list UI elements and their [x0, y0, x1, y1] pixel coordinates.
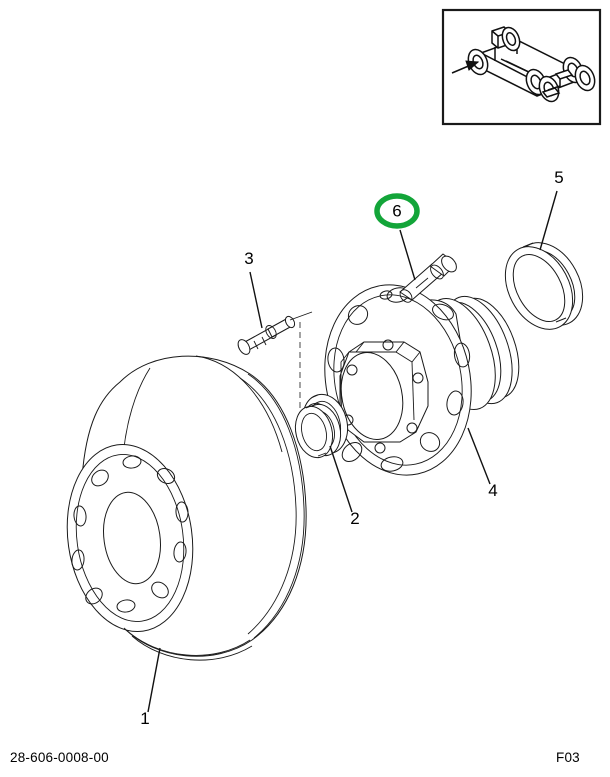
- callout-label-2: 2: [350, 509, 359, 528]
- part-wheel-hub: [301, 284, 520, 476]
- inset-chassis-drawing: [451, 26, 596, 103]
- chassis-locator-inset: [441, 8, 602, 126]
- page-code-text: F03: [556, 750, 580, 765]
- callout-label-3: 3: [244, 249, 253, 268]
- highlighted-callout-6[interactable]: 6: [374, 193, 420, 229]
- callout-leader-lines: [147, 190, 558, 713]
- part-hub-oil-seal: [294, 403, 342, 459]
- callout-label-5: 5: [554, 168, 563, 187]
- part-hub-mounting-stud: [399, 253, 457, 303]
- part-number-text: 28-606-0008-00: [10, 750, 109, 765]
- part-wheel-stud: [237, 315, 296, 355]
- callout-label-1: 1: [140, 709, 149, 728]
- inset-pointer-arrow: [451, 60, 480, 74]
- part-brake-drum: [66, 355, 307, 661]
- callout-label-4: 4: [488, 481, 497, 500]
- callout-highlight-ring: [374, 193, 420, 229]
- part-bearing-seal-ring: [504, 242, 584, 330]
- drum-bolt-holes: [71, 455, 189, 613]
- callout-label-6: 6: [392, 201, 401, 220]
